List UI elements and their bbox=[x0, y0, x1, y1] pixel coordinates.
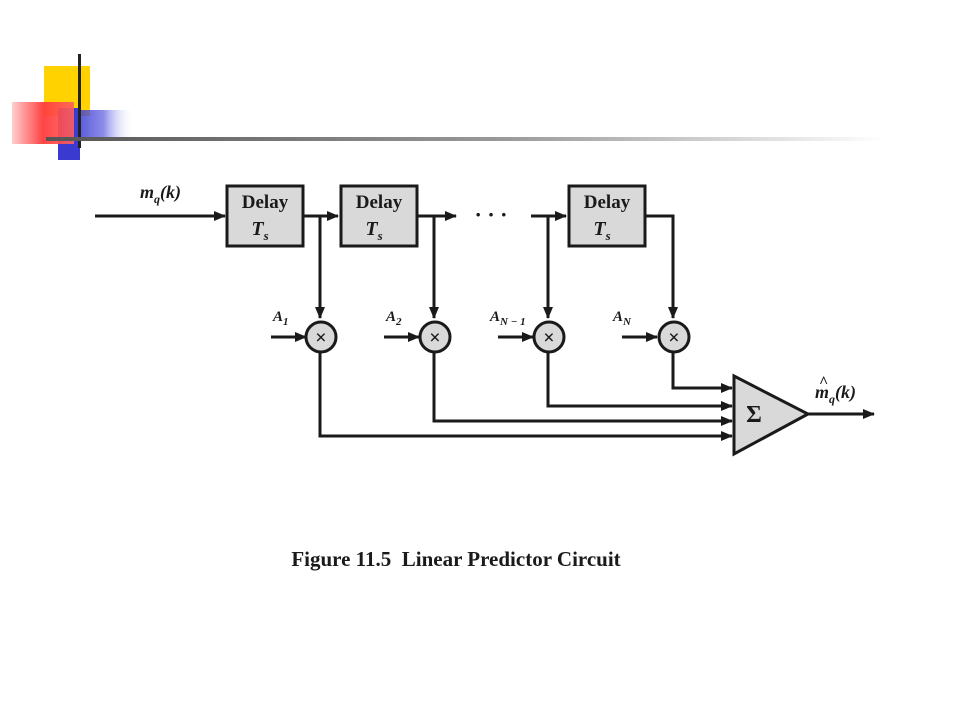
input-label-arg: (k) bbox=[160, 182, 181, 203]
coef-label-3: AN − 1 bbox=[489, 309, 526, 328]
ornament-horizontal-bar bbox=[46, 137, 886, 141]
delay-box-1-title: Delay bbox=[242, 192, 289, 213]
linear-predictor-diagram bbox=[95, 184, 875, 457]
input-label-sub: q bbox=[154, 192, 160, 206]
diagram-labels: mq(k) Delay Ts Delay Ts Delay Ts · · · ×… bbox=[140, 182, 856, 428]
delay-box-2-title: Delay bbox=[356, 192, 403, 213]
delay-box-3-title: Delay bbox=[584, 192, 631, 213]
tap-line-4 bbox=[645, 214, 678, 319]
delay-box-2-period: Ts bbox=[365, 218, 382, 243]
multiplier-2-symbol: × bbox=[429, 327, 440, 349]
product-line-3 bbox=[546, 352, 733, 411]
summer-triangle bbox=[732, 373, 812, 457]
delay-box-1 bbox=[225, 184, 305, 248]
product-line-4 bbox=[671, 352, 733, 393]
multiplier-3-symbol: × bbox=[543, 327, 554, 349]
output-label: mq(k) bbox=[815, 382, 856, 406]
product-line-1 bbox=[318, 352, 733, 441]
coef-label-1: A1 bbox=[272, 309, 289, 328]
ornament-vertical-line bbox=[78, 54, 81, 148]
multiplier-2 bbox=[418, 320, 452, 354]
output-label-hat: ^ bbox=[819, 374, 828, 391]
delay-box-2 bbox=[339, 184, 419, 248]
product-line-2 bbox=[432, 352, 733, 426]
summer-symbol: Σ bbox=[746, 402, 762, 428]
delay-box-3 bbox=[567, 184, 647, 248]
multiplier-1 bbox=[304, 320, 338, 354]
multiplier-3 bbox=[532, 320, 566, 354]
output-label-sub: q bbox=[829, 392, 835, 406]
multiplier-4 bbox=[657, 320, 691, 354]
multiplier-1-symbol: × bbox=[315, 327, 326, 349]
delay-box-3-period: Ts bbox=[593, 218, 610, 243]
multiplier-4-symbol: × bbox=[668, 327, 679, 349]
output-label-arg: (k) bbox=[835, 382, 856, 403]
delay-box-1-period: Ts bbox=[251, 218, 268, 243]
coef-label-4: AN bbox=[612, 309, 632, 328]
slide-ornament bbox=[12, 54, 886, 160]
coef-label-2: A2 bbox=[385, 309, 402, 328]
chain-ellipsis: · · · bbox=[474, 202, 507, 227]
figure-caption: Figure 11.5 Linear Predictor Circuit bbox=[291, 547, 621, 571]
input-label: mq(k) bbox=[140, 182, 181, 206]
